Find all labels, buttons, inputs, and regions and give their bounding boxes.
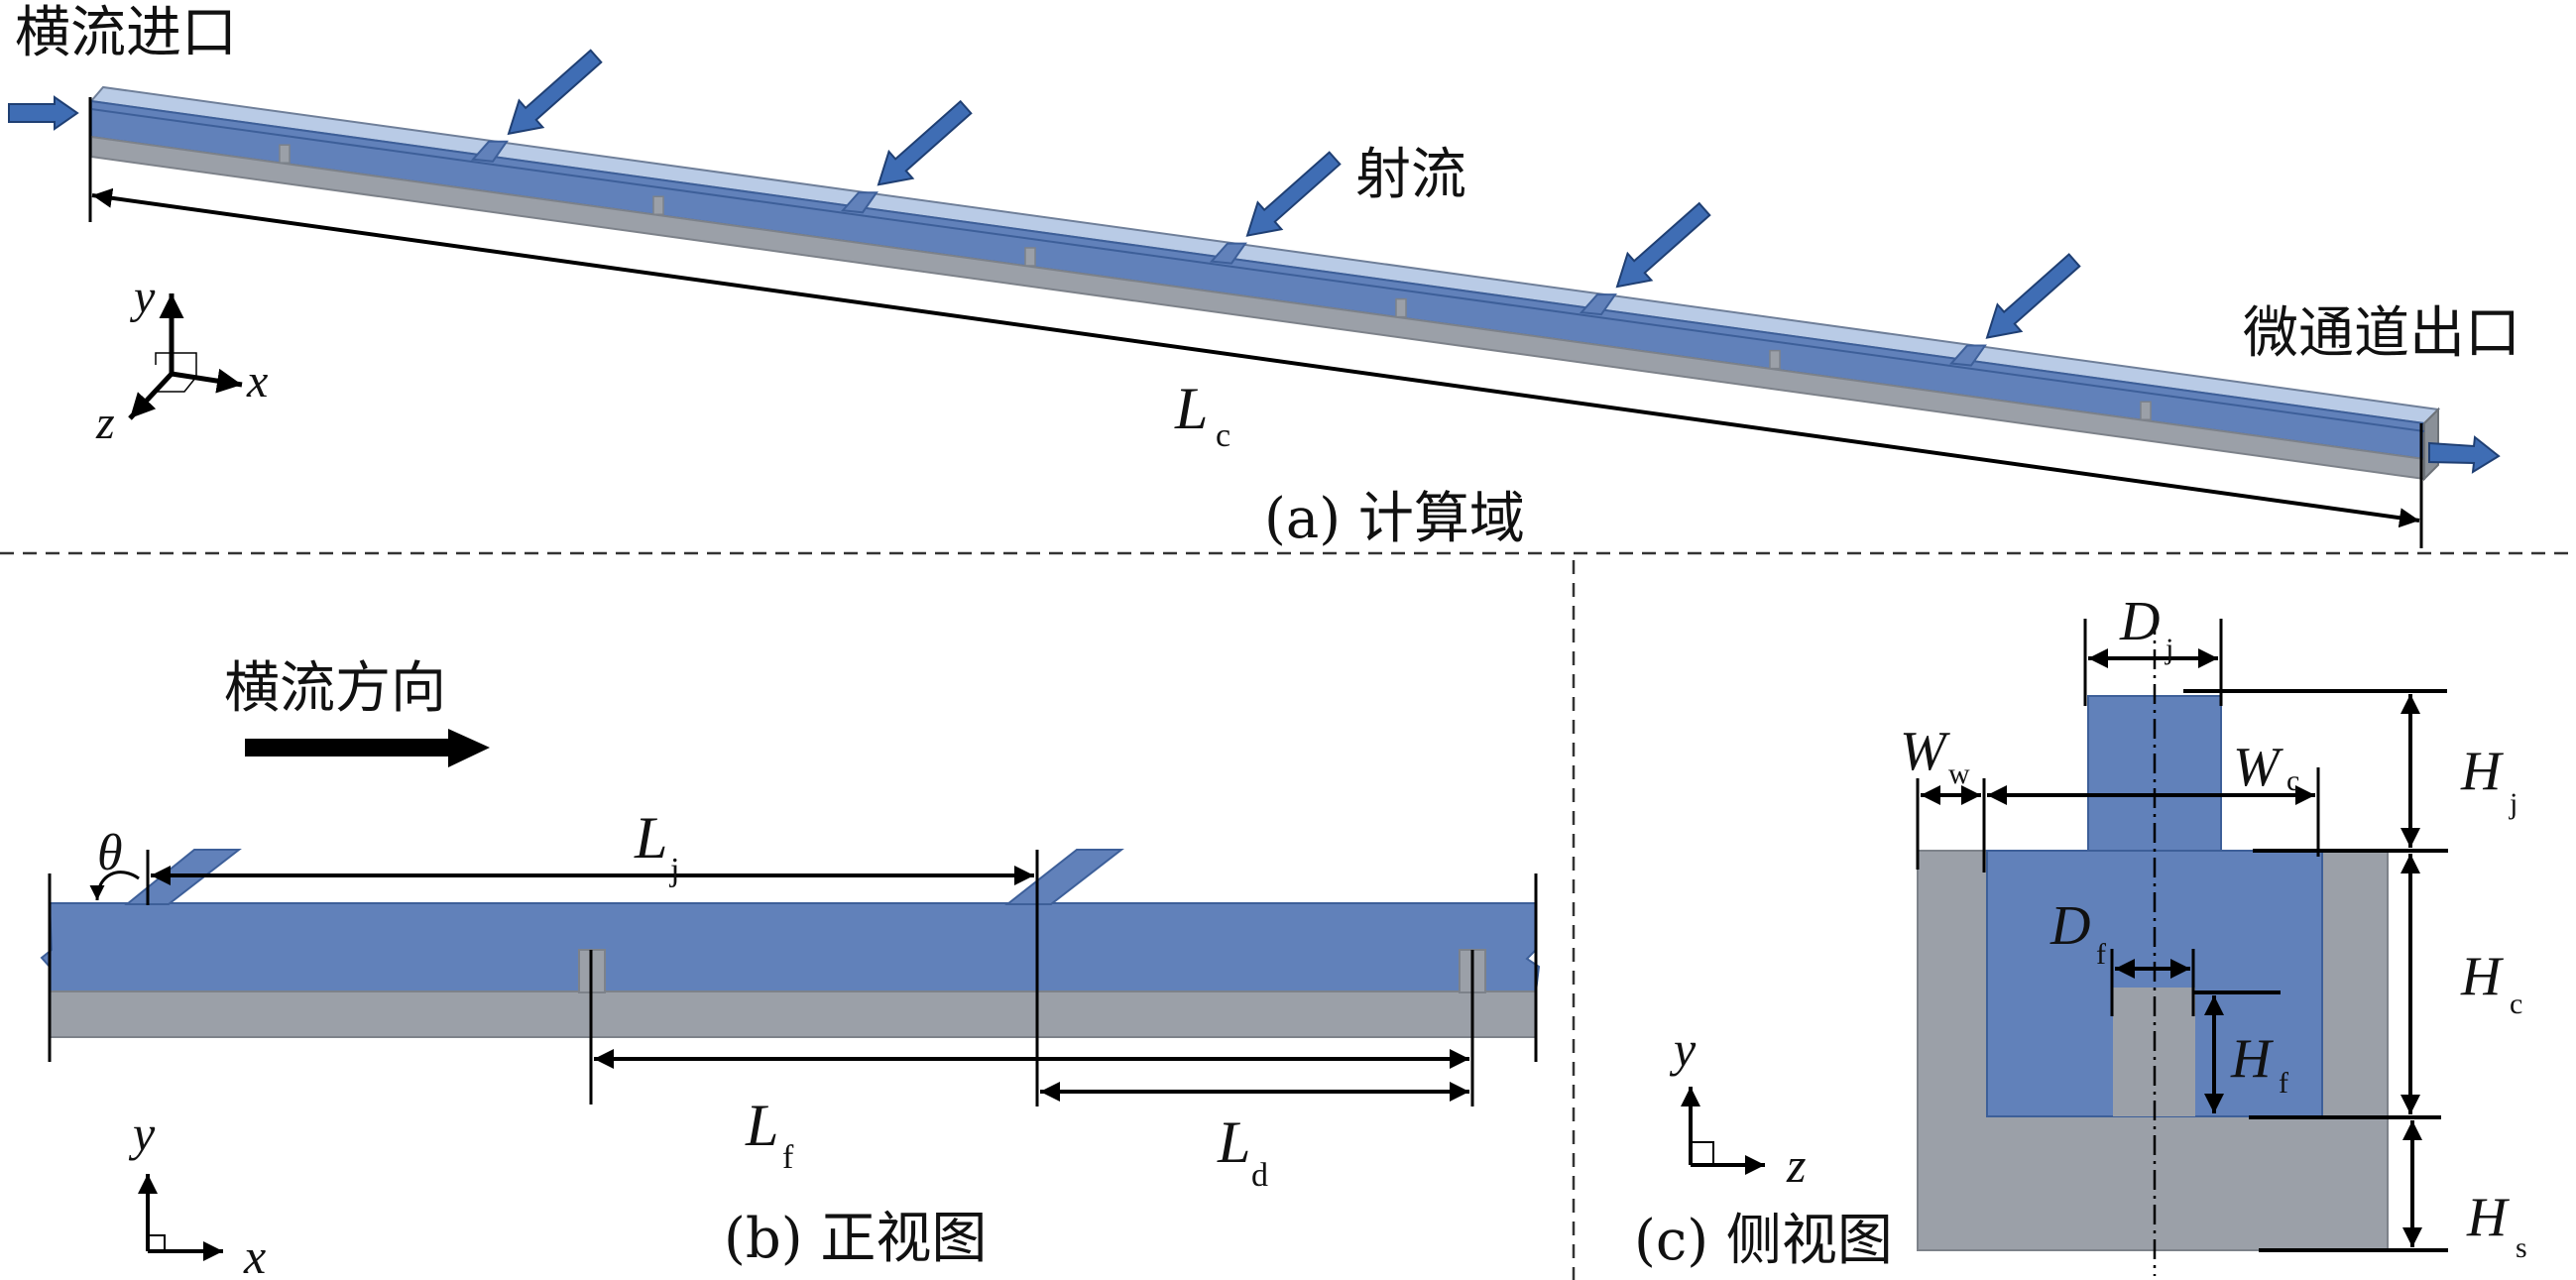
jet-flow-arrow-icon: [1245, 151, 1342, 237]
caption-a: (a) 计算域: [1264, 487, 1525, 551]
front-view-fluid: [40, 902, 1541, 992]
axis-y-label: y: [1669, 1021, 1697, 1077]
flow-direction-label: 横流方向: [224, 656, 446, 721]
axis-y-label: y: [129, 271, 156, 323]
axis-z-label: z: [1786, 1137, 1806, 1193]
dj-symbol: D: [2119, 591, 2160, 652]
outlet-flow-arrow-icon: [2428, 435, 2501, 474]
lc-subscript: c: [1216, 417, 1230, 454]
fin: [1769, 349, 1781, 370]
jet-inlet: [470, 140, 509, 163]
ld-subscript: d: [1251, 1157, 1268, 1194]
ww-symbol: W: [1900, 721, 1950, 782]
outlet-label: 微通道出口: [2243, 301, 2520, 366]
hc-symbol: H: [2460, 946, 2504, 1007]
axis-x-label: x: [243, 1228, 266, 1280]
lf-symbol: L: [745, 1093, 778, 1158]
angle-arc-icon: [89, 871, 140, 901]
fin: [1024, 247, 1036, 267]
ww-subscript: w: [1948, 757, 1970, 790]
fin: [652, 195, 664, 215]
lc-dimension-arrow: [91, 187, 2420, 528]
channel-substrate-face: [90, 135, 2425, 481]
lc-symbol: L: [1174, 376, 1208, 441]
front-view-substrate: [49, 990, 1537, 1038]
inlet-flow-arrow-icon: [8, 95, 79, 131]
wc-subscript: c: [2286, 764, 2299, 797]
fin: [279, 144, 291, 164]
lj-symbol: L: [634, 805, 667, 871]
axes-3d-icon: [128, 293, 243, 420]
inlet-label: 横流进口: [15, 1, 237, 65]
dj-subscript: j: [2165, 633, 2173, 665]
lj-subscript: j: [669, 852, 679, 888]
df-subscript: f: [2096, 938, 2106, 971]
lf-subscript: f: [782, 1139, 794, 1176]
channel-top-strip: [89, 85, 2441, 425]
hs-symbol: H: [2466, 1187, 2510, 1248]
flow-direction-arrow-icon: [245, 729, 490, 767]
caption-b: (b) 正视图: [724, 1207, 987, 1271]
hc-subscript: c: [2510, 988, 2522, 1020]
axis-z-label: z: [95, 397, 115, 449]
channel-fluid-face: [90, 99, 2425, 461]
jet-flow-arrow-icon: [1615, 201, 1711, 289]
jet-label: 射流: [1355, 143, 1466, 207]
jet-flow-arrow-icon: [507, 49, 603, 136]
axis-y-label: y: [128, 1105, 156, 1161]
wc-symbol: W: [2233, 737, 2283, 798]
fin: [1395, 297, 1407, 318]
axis-x-label: x: [246, 355, 268, 407]
panel-c-side-view: D j W w W c D f H f H j H c H s: [1634, 591, 2527, 1276]
df-symbol: D: [2049, 895, 2090, 957]
panel-a-computational-domain: 横流进口 射流 微通道出口 L c y x z (a) 计算域: [8, 1, 2520, 551]
hj-symbol: H: [2460, 741, 2504, 802]
hj-subscript: j: [2509, 787, 2517, 820]
jet-flow-arrow-icon: [877, 99, 973, 186]
jet-flow-arrow-icon: [1985, 253, 2081, 339]
hf-symbol: H: [2230, 1028, 2274, 1090]
ld-symbol: L: [1217, 1109, 1250, 1175]
hs-subscript: s: [2516, 1231, 2527, 1264]
caption-c: (c) 侧视图: [1634, 1209, 1893, 1273]
panel-b-front-view: 横流方向 L j L f L d θ y x (b) 正视图: [40, 656, 1541, 1280]
axes-2d-yz-icon: [1681, 1087, 1765, 1175]
fin: [2140, 401, 2152, 420]
hf-subscript: f: [2279, 1067, 2288, 1100]
axes-2d-xy-icon: [138, 1174, 223, 1261]
